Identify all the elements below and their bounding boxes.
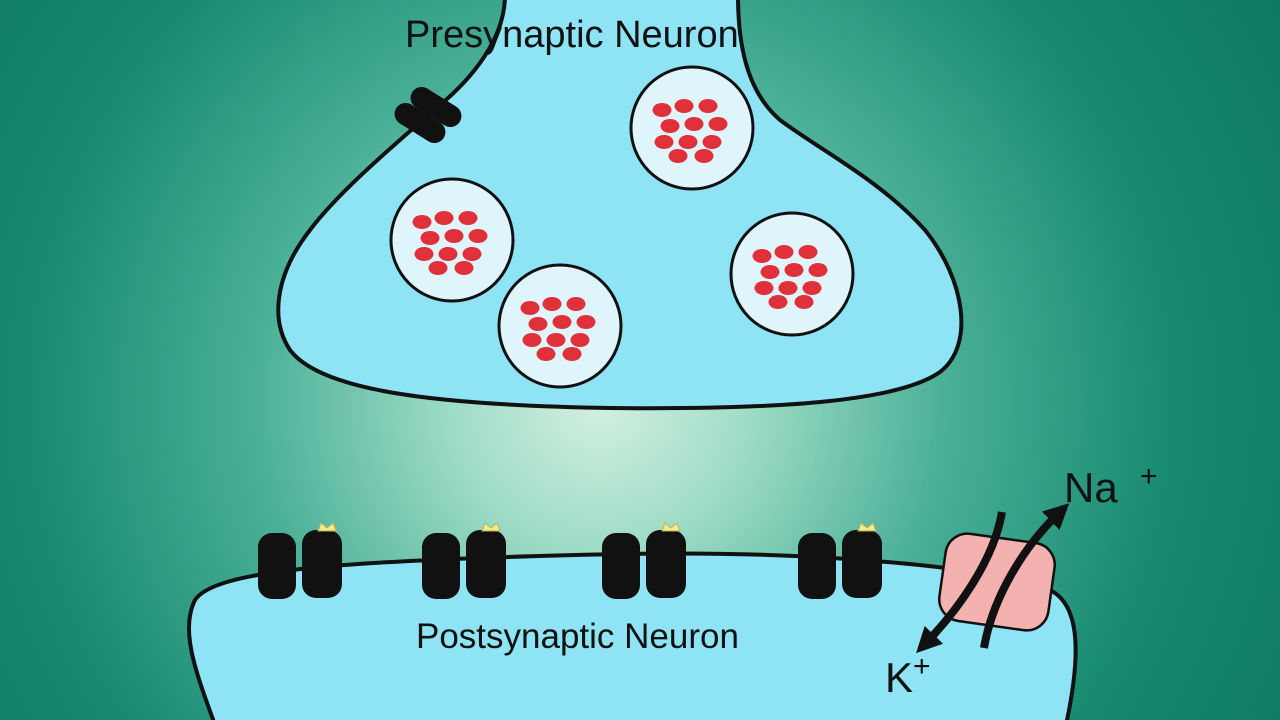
receptor-icon: [422, 522, 506, 599]
potassium-label: K: [885, 654, 913, 701]
neurotransmitter-dot: [522, 333, 542, 347]
vesicle-group: [389, 65, 855, 389]
ligand-icon: [661, 522, 681, 532]
neurotransmitter-dot: [458, 211, 478, 225]
neurotransmitter-dot: [654, 135, 674, 149]
neurotransmitter-dot: [694, 149, 714, 163]
neurotransmitter-dot: [674, 99, 694, 113]
neurotransmitter-dot: [678, 135, 698, 149]
neurotransmitter-dot: [562, 347, 582, 361]
neurotransmitter-dot: [528, 317, 548, 331]
receptor-icon: [258, 522, 342, 599]
neurotransmitter-dot: [462, 247, 482, 261]
ion-channel-icon: [938, 532, 1056, 632]
neurotransmitter-dot: [802, 281, 822, 295]
neurotransmitter-dot: [434, 211, 454, 225]
potassium-arrow: [916, 511, 1006, 654]
neurotransmitter-dot: [570, 333, 590, 347]
synaptic-vesicle-icon: [629, 65, 755, 191]
neurotransmitter-dot: [794, 295, 814, 309]
receptor-icon: [798, 522, 882, 599]
neurotransmitter-dot: [468, 229, 488, 243]
neurotransmitter-dot: [798, 245, 818, 259]
ligand-icon: [481, 522, 501, 532]
neurotransmitter-dot: [542, 297, 562, 311]
neurotransmitter-dot: [754, 281, 774, 295]
sodium-arrow: [980, 503, 1070, 649]
synaptic-vesicle-icon: [729, 211, 855, 337]
neurotransmitter-dot: [552, 315, 572, 329]
neurotransmitter-dot: [702, 135, 722, 149]
calcium-channel-icon: [394, 86, 462, 144]
neurotransmitter-dot: [576, 315, 596, 329]
neurotransmitter-dot: [536, 347, 556, 361]
neurotransmitter-dot: [708, 117, 728, 131]
synaptic-vesicle-icon: [389, 177, 515, 303]
neurotransmitter-dot: [774, 245, 794, 259]
neurotransmitter-dot: [652, 103, 672, 117]
postsynaptic-label: Postsynaptic Neuron: [416, 617, 739, 656]
neurotransmitter-dot: [784, 263, 804, 277]
presynaptic-label: Presynaptic Neuron: [405, 14, 739, 56]
neurotransmitter-dot: [760, 265, 780, 279]
synaptic-vesicle-icon: [497, 263, 623, 389]
neurotransmitter-dot: [808, 263, 828, 277]
neurotransmitter-dot: [698, 99, 718, 113]
ligand-icon: [857, 522, 877, 532]
neurotransmitter-dot: [414, 247, 434, 261]
neurotransmitter-dot: [778, 281, 798, 295]
neurotransmitter-dot: [454, 261, 474, 275]
neurotransmitter-dot: [444, 229, 464, 243]
neurotransmitter-dot: [752, 249, 772, 263]
ligand-icon: [317, 522, 337, 532]
sodium-charge: +: [1140, 460, 1158, 493]
neurotransmitter-dot: [566, 297, 586, 311]
neurotransmitter-dot: [520, 301, 540, 315]
neurotransmitter-dot: [428, 261, 448, 275]
neurotransmitter-dot: [438, 247, 458, 261]
potassium-charge: +: [913, 650, 931, 683]
neurotransmitter-dot: [546, 333, 566, 347]
neurotransmitter-dot: [660, 119, 680, 133]
receptor-group: [258, 522, 882, 599]
neurotransmitter-dot: [684, 117, 704, 131]
sodium-label: Na: [1064, 464, 1118, 511]
neurotransmitter-dot: [412, 215, 432, 229]
neurotransmitter-dot: [768, 295, 788, 309]
neurotransmitter-dot: [420, 231, 440, 245]
receptor-icon: [602, 522, 686, 599]
neurotransmitter-dot: [668, 149, 688, 163]
